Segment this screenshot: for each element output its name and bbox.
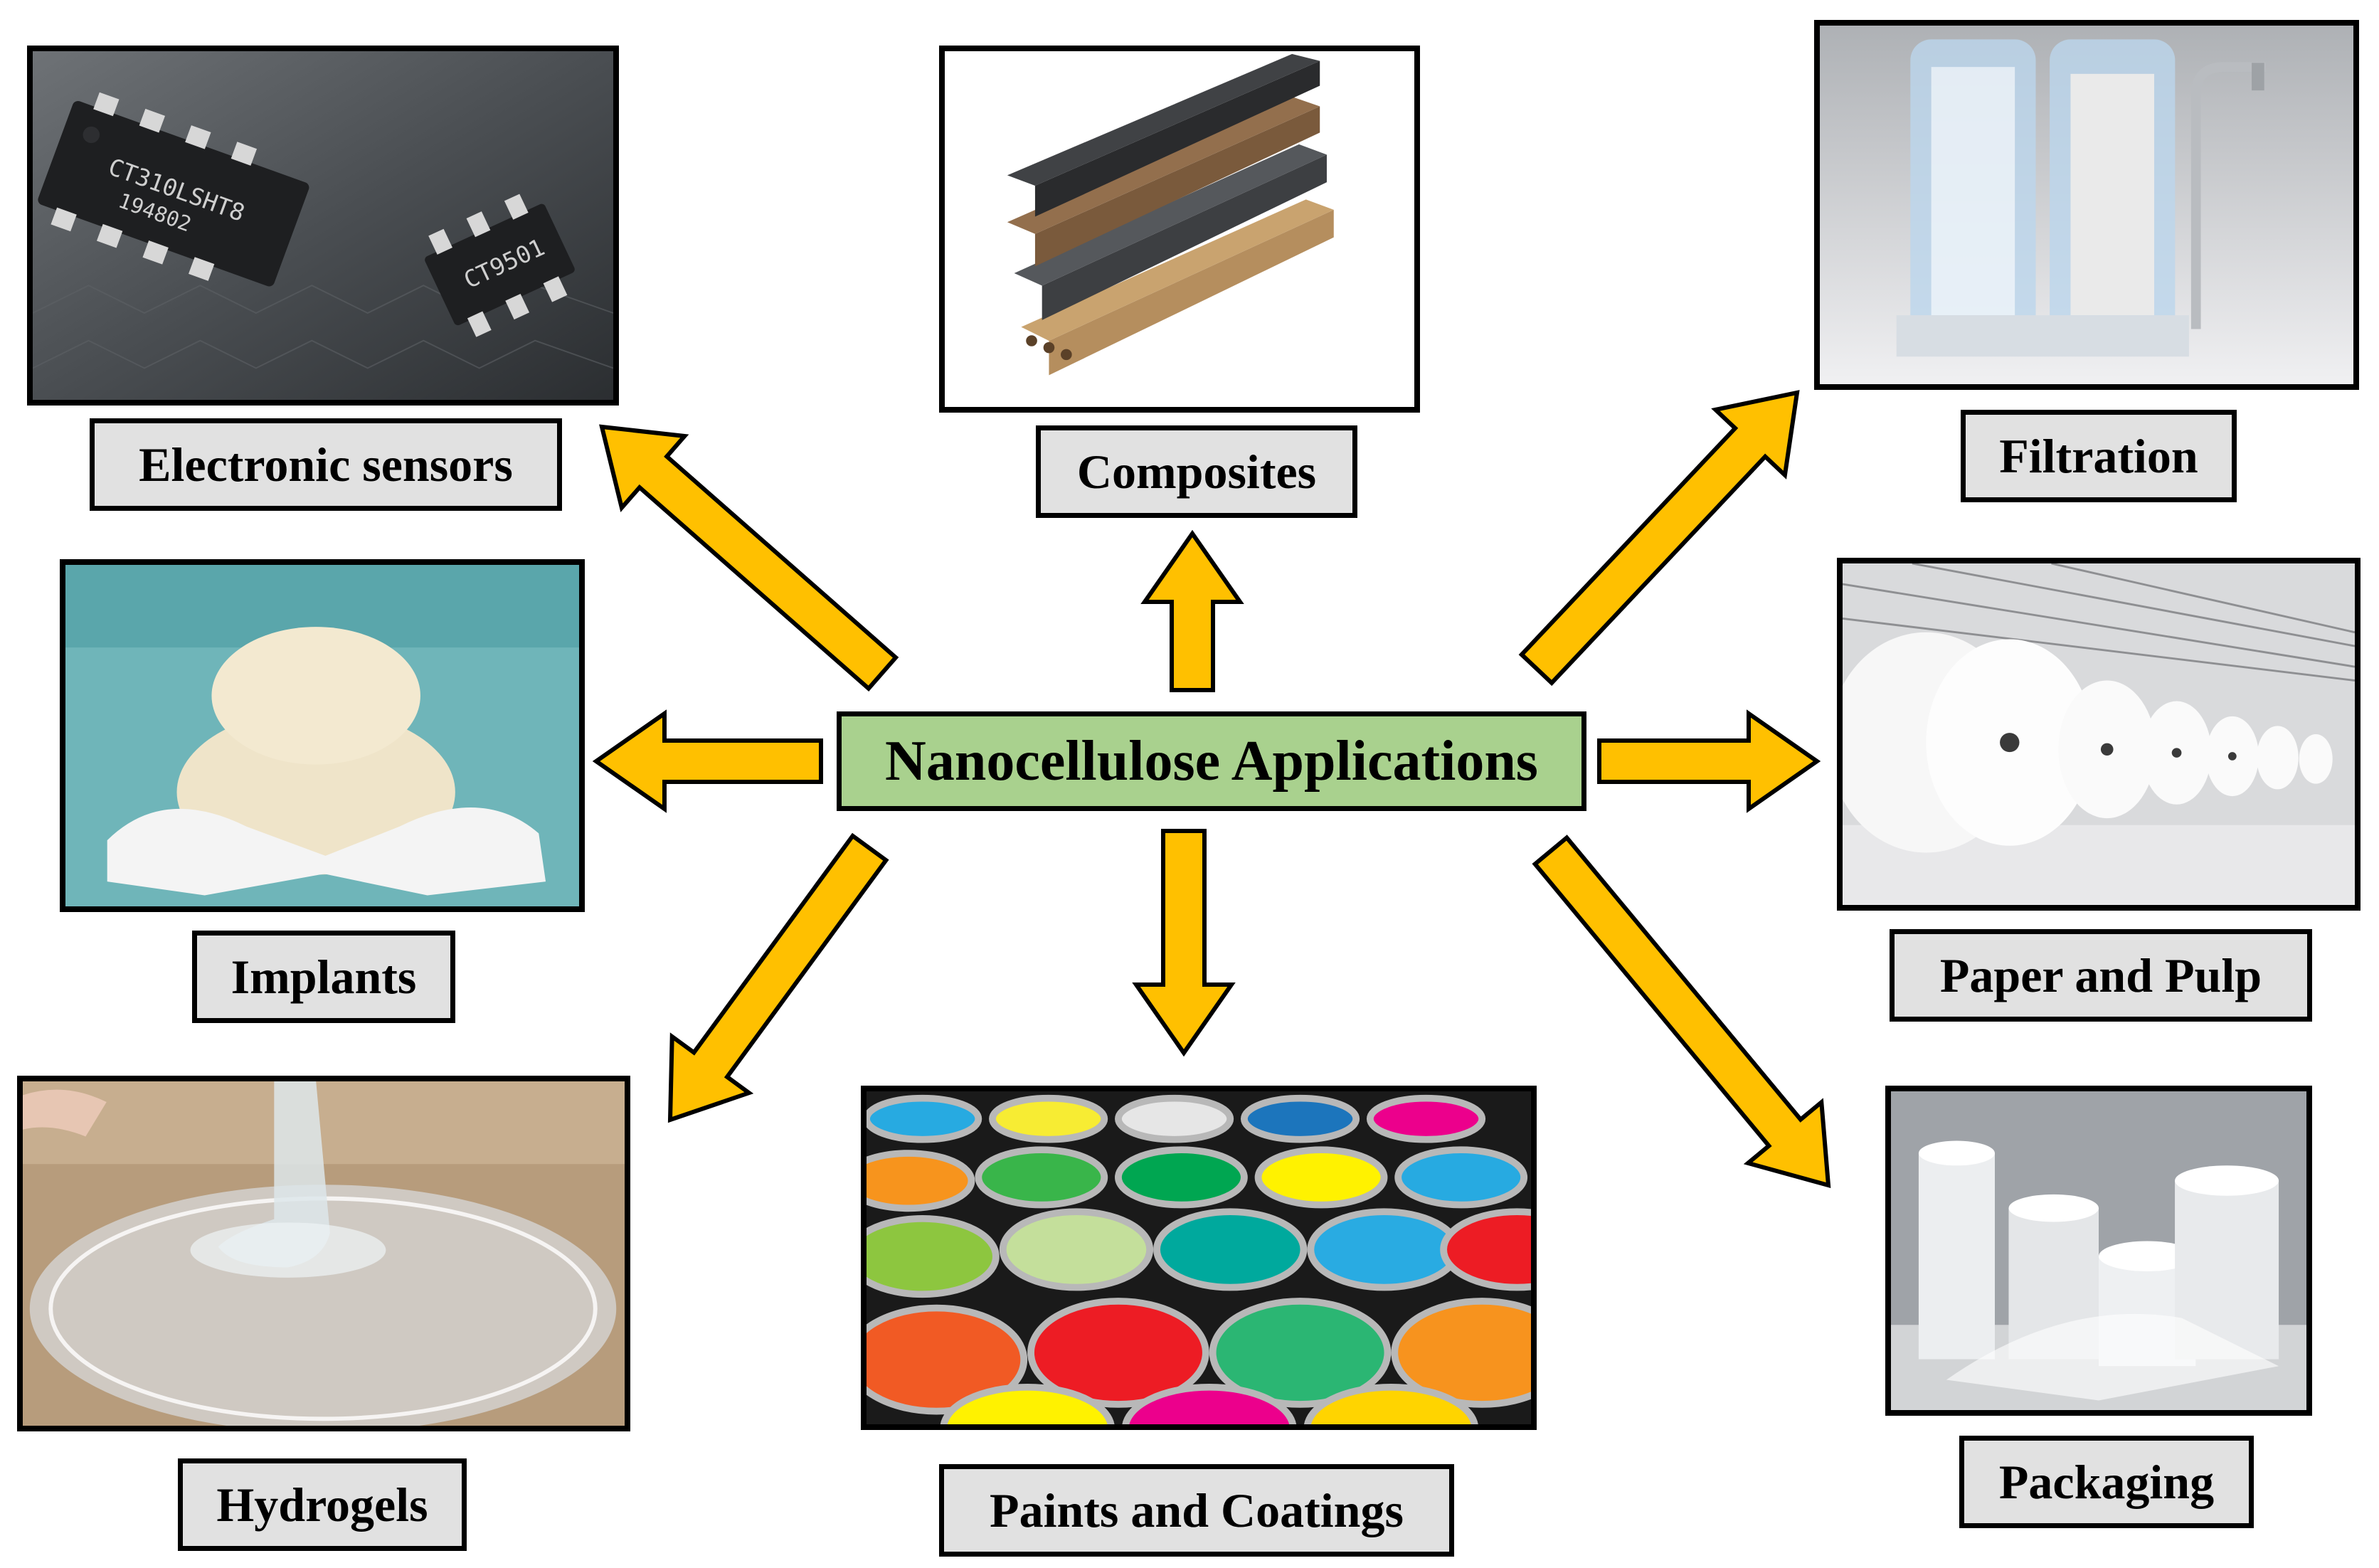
filtration-photo: [1814, 20, 2359, 390]
arrow-to-paper-and-pulp: [1597, 709, 1821, 813]
arrow-to-electronic-sensors: [599, 424, 899, 692]
composites-photo: [939, 46, 1420, 413]
arrow-to-paints-and-coatings: [1132, 829, 1236, 1057]
label-electronic-sensors: Electronic sensors: [90, 418, 562, 511]
arrow-to-filtration: [1518, 390, 1800, 687]
arrow-to-implants: [592, 709, 823, 813]
label-hydrogels: Hydrogels: [178, 1458, 467, 1551]
label-composites: Composites: [1036, 425, 1357, 518]
center-node-title: Nanocellulose Applications: [837, 711, 1586, 811]
arrow-to-hydrogels: [667, 832, 889, 1123]
label-implants: Implants: [192, 931, 455, 1023]
label-paper-and-pulp: Paper and Pulp: [1890, 929, 2312, 1022]
label-paints-and-coatings: Paints and Coatings: [939, 1464, 1454, 1557]
packaging-photo: [1885, 1086, 2312, 1416]
hydrogels-photo: [17, 1076, 630, 1431]
arrow-to-composites: [1140, 529, 1244, 692]
label-packaging: Packaging: [1959, 1436, 2254, 1528]
paper-pulp-photo: [1837, 558, 2361, 911]
implants-photo: [60, 559, 585, 912]
label-filtration: Filtration: [1961, 410, 2237, 502]
electronic-sensors-photo: CT310LSHT8 194802 CT9501: [27, 46, 619, 406]
arrow-to-packaging: [1532, 835, 1831, 1189]
paints-coatings-photo: [861, 1086, 1537, 1430]
